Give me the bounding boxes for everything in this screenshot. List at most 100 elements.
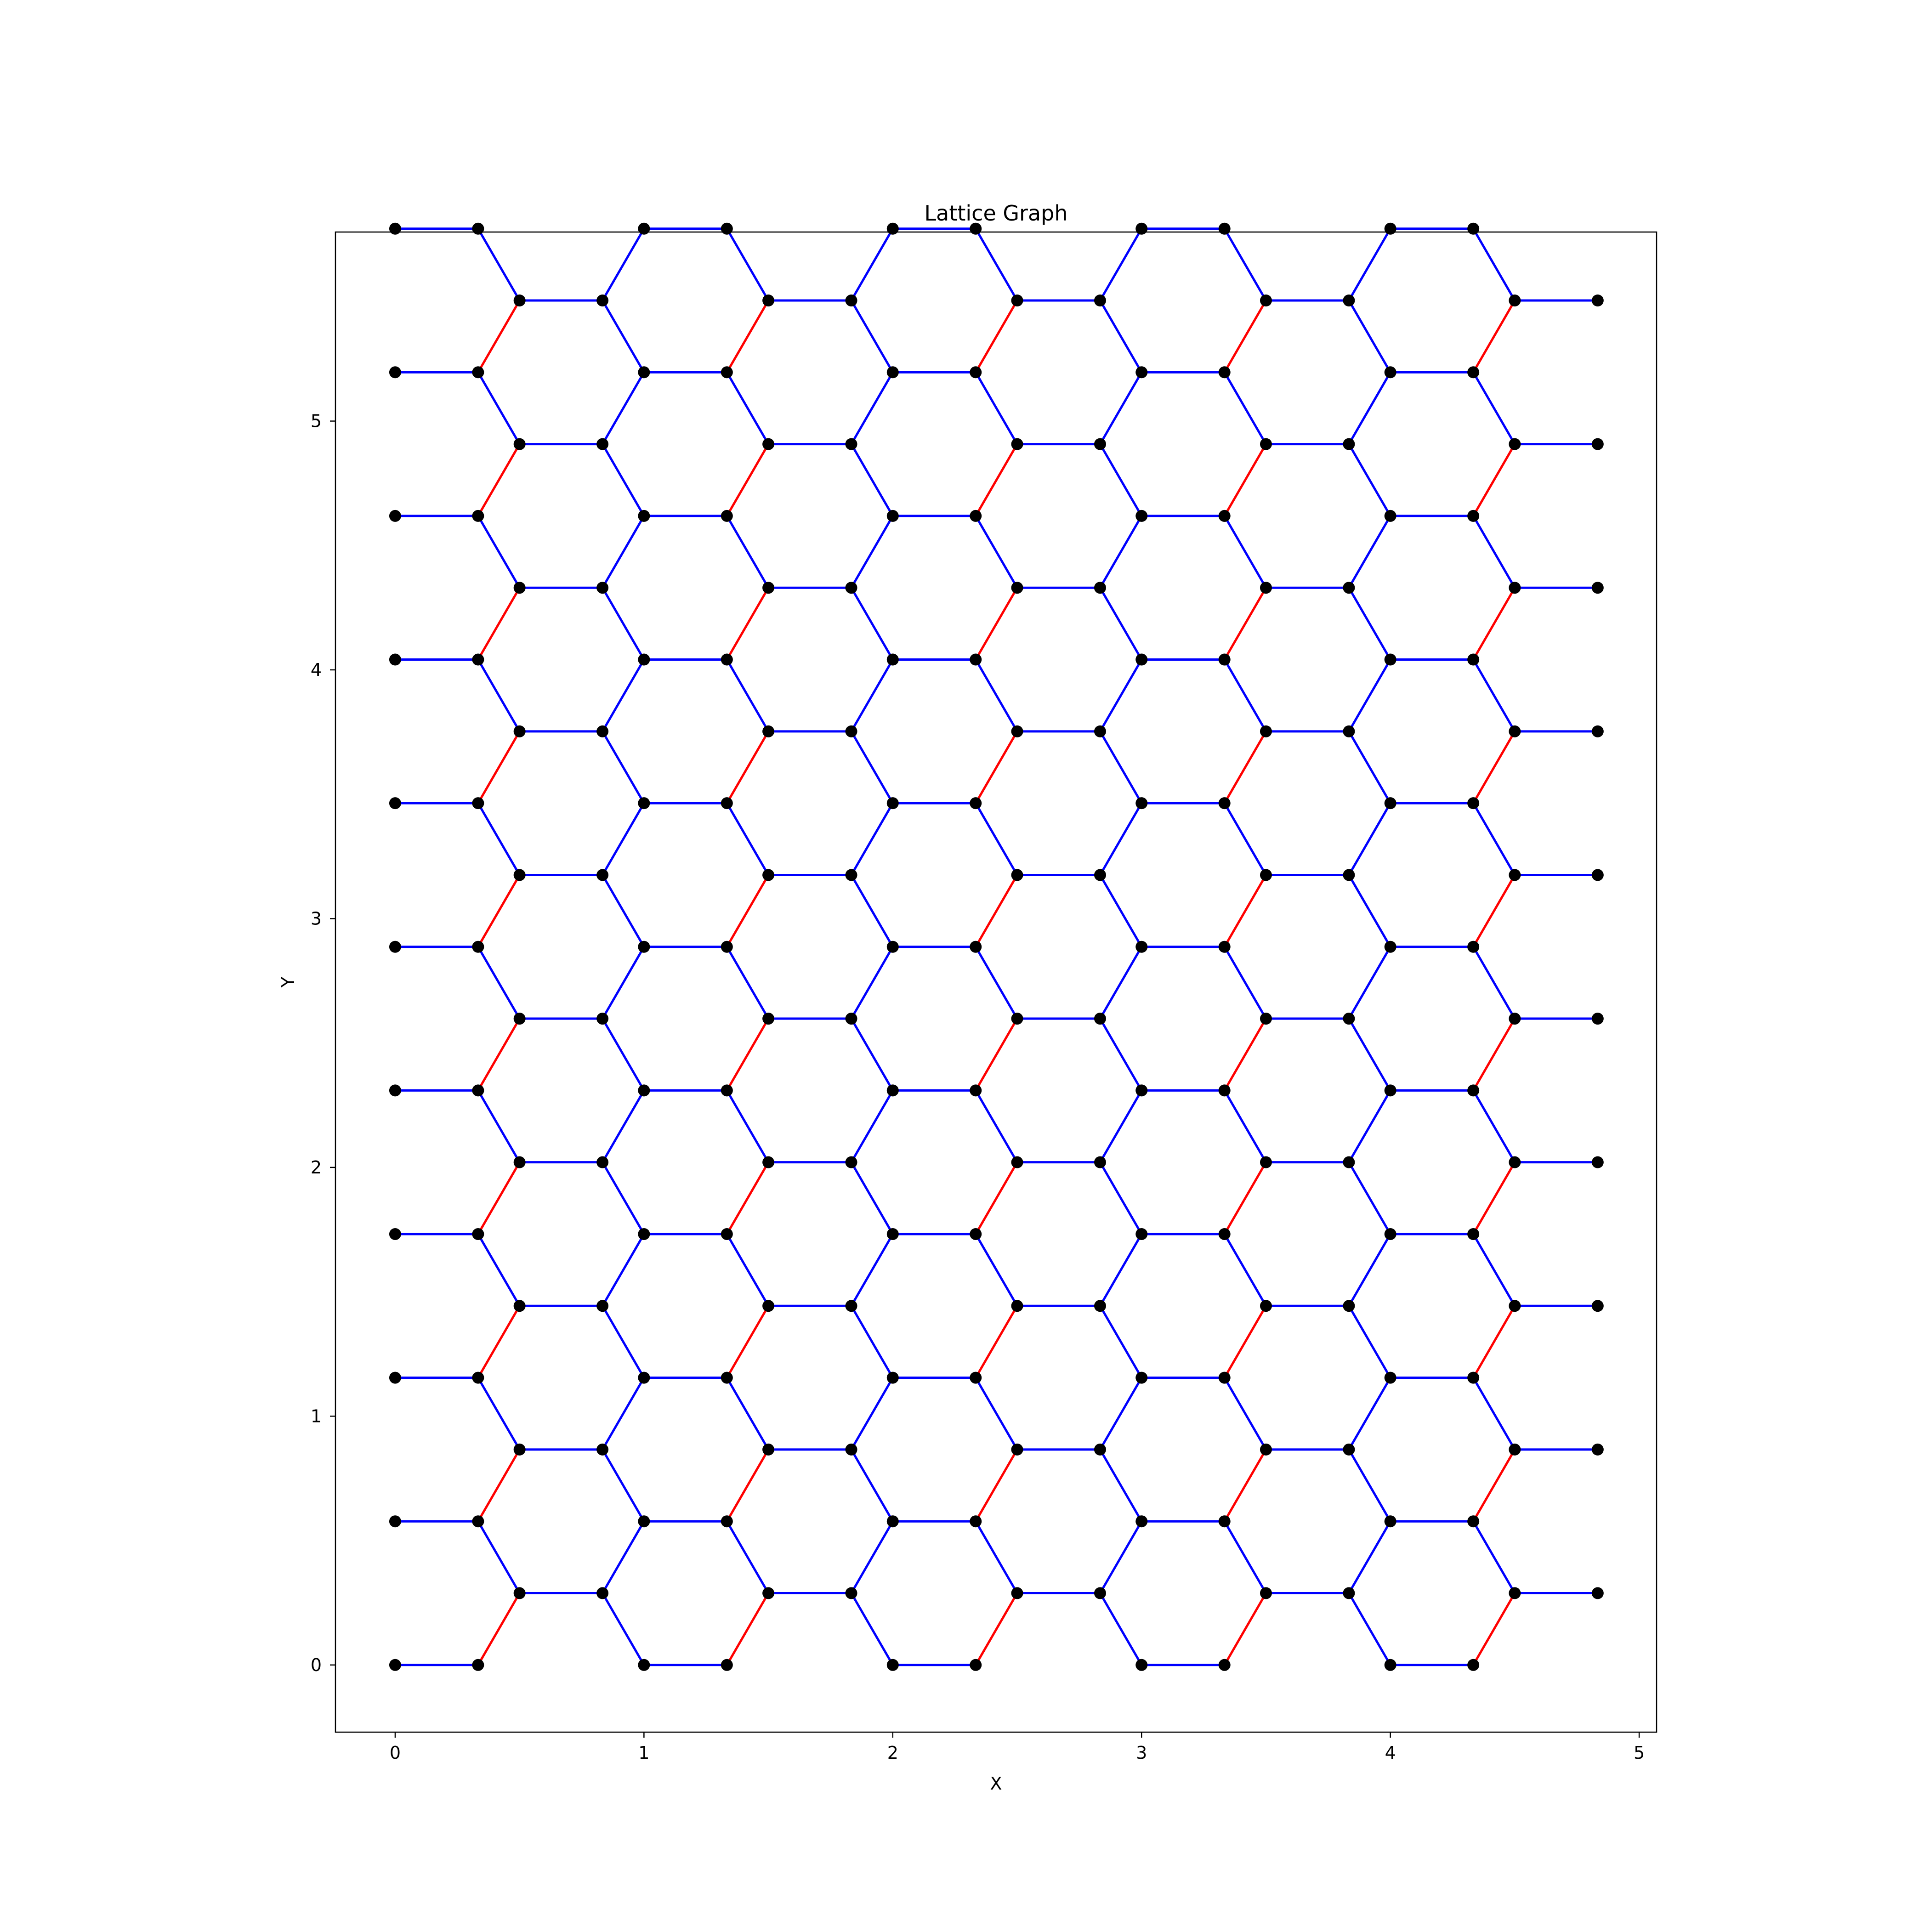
lattice-node xyxy=(1218,1371,1231,1384)
lattice-node xyxy=(1094,1013,1106,1025)
lattice-node xyxy=(638,510,650,522)
lattice-edge xyxy=(477,1304,521,1379)
lattice-edge xyxy=(1099,1448,1143,1523)
lattice-edge xyxy=(974,443,1019,517)
lattice-node xyxy=(513,1443,526,1456)
lattice-edge xyxy=(850,1017,894,1092)
lattice-edge xyxy=(974,1377,1019,1451)
lattice-node xyxy=(472,1228,484,1240)
lattice-edge xyxy=(1223,1520,1267,1595)
lattice-edge xyxy=(726,299,770,374)
lattice-node xyxy=(1343,1443,1355,1456)
x-tick-label: 2 xyxy=(887,1743,898,1763)
lattice-edge xyxy=(850,1448,894,1523)
lattice-node xyxy=(1094,438,1106,450)
lattice-node xyxy=(1467,366,1480,379)
lattice-node xyxy=(513,1156,526,1168)
lattice-edge xyxy=(1472,730,1516,805)
lattice-node xyxy=(1135,1371,1148,1384)
lattice-node xyxy=(1343,1156,1355,1168)
lattice-edge xyxy=(601,1592,645,1666)
lattice-edge xyxy=(726,1089,770,1164)
lattice-edge xyxy=(726,873,770,948)
lattice-node xyxy=(1509,1587,1521,1599)
lattice-node xyxy=(1218,1515,1231,1528)
lattice-node xyxy=(762,725,775,737)
lattice-edge xyxy=(601,443,645,517)
lattice-node xyxy=(638,1084,650,1097)
lattice-node xyxy=(1135,653,1148,666)
lattice-node xyxy=(1218,366,1231,379)
lattice-edge xyxy=(477,227,521,302)
lattice-edge xyxy=(1347,1304,1392,1379)
lattice-edge xyxy=(601,227,645,302)
lattice-edge xyxy=(1472,1304,1516,1379)
lattice-edge xyxy=(726,1377,770,1451)
lattice-edge xyxy=(1347,1233,1392,1307)
lattice-edge xyxy=(1347,443,1392,517)
lattice-edge xyxy=(1099,1520,1143,1595)
lattice-node xyxy=(1094,1300,1106,1312)
lattice-node xyxy=(389,1515,401,1528)
lattice-node xyxy=(721,1371,733,1384)
lattice-edge xyxy=(477,515,521,589)
lattice-node xyxy=(1011,1587,1023,1599)
lattice-edge xyxy=(1099,1089,1143,1164)
lattice-node xyxy=(1218,797,1231,810)
lattice-node xyxy=(596,1013,609,1025)
lattice-node xyxy=(1343,869,1355,881)
lattice-node xyxy=(1011,1443,1023,1456)
lattice-node xyxy=(638,1228,650,1240)
lattice-node xyxy=(389,653,401,666)
lattice-edge xyxy=(974,1017,1019,1092)
lattice-node xyxy=(472,1659,484,1671)
lattice-node xyxy=(1260,1443,1272,1456)
lattice-node xyxy=(1135,941,1148,953)
lattice-edge xyxy=(974,873,1019,948)
lattice-node xyxy=(1011,1300,1023,1312)
lattice-node xyxy=(472,1515,484,1528)
lattice-edge xyxy=(850,802,894,876)
lattice-edge xyxy=(601,1520,645,1595)
lattice-edge xyxy=(974,586,1019,661)
lattice-node xyxy=(721,1515,733,1528)
lattice-node xyxy=(1509,294,1521,306)
lattice-node xyxy=(1467,1084,1480,1097)
lattice-node xyxy=(1260,438,1272,450)
lattice-node xyxy=(970,1659,982,1671)
lattice-node xyxy=(638,941,650,953)
lattice-node xyxy=(762,1013,775,1025)
lattice-edge xyxy=(1472,371,1516,446)
lattice-edge xyxy=(477,1448,521,1523)
lattice-edge xyxy=(477,946,521,1020)
lattice-node xyxy=(1135,1659,1148,1671)
lattice-edge xyxy=(1472,1017,1516,1092)
lattice-edge xyxy=(1223,227,1267,302)
lattice-edge xyxy=(1223,1089,1267,1164)
lattice-node xyxy=(638,653,650,666)
lattice-node xyxy=(513,1587,526,1599)
lattice-node xyxy=(1094,582,1106,594)
lattice-node xyxy=(1467,1515,1480,1528)
lattice-node xyxy=(472,222,484,235)
y-tick-label: 1 xyxy=(311,1406,322,1426)
lattice-edge xyxy=(974,1161,1019,1235)
lattice-node xyxy=(1467,222,1480,235)
lattice-edge xyxy=(850,515,894,589)
lattice-node xyxy=(721,510,733,522)
lattice-edge xyxy=(1347,1161,1392,1235)
lattice-edge xyxy=(1347,227,1392,302)
lattice-edge xyxy=(850,1304,894,1379)
lattice-edge xyxy=(601,1089,645,1164)
lattice-edge xyxy=(477,1592,521,1666)
lattice-node xyxy=(886,366,899,379)
lattice-node xyxy=(638,1515,650,1528)
lattice-node xyxy=(1260,725,1272,737)
lattice-node xyxy=(845,582,857,594)
lattice-edge xyxy=(1347,299,1392,374)
lattice-node xyxy=(1467,1228,1480,1240)
lattice-edge xyxy=(1099,1233,1143,1307)
lattice-node xyxy=(845,1156,857,1168)
